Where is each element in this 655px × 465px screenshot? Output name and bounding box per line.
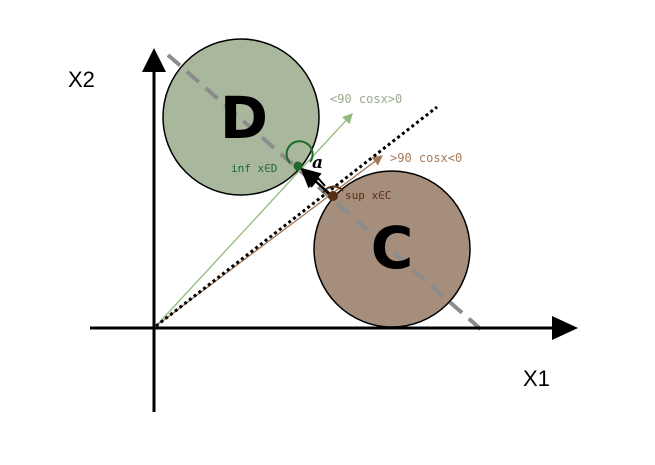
alpha-symbol: a: [312, 153, 323, 173]
brown-angle-arc: [322, 185, 344, 194]
x1-axis-label: X1: [523, 366, 550, 391]
margin-arrow: [300, 167, 332, 196]
brown-vector: [155, 155, 384, 327]
x1-axis-arrowhead: [552, 316, 578, 340]
green-vector-label: <90 cosx>0: [330, 92, 402, 106]
sup-point-label: sup x∈C: [345, 189, 391, 202]
green-angle-arc: [285, 140, 314, 164]
inf-point: [293, 161, 303, 171]
x2-axis-arrowhead: [142, 48, 166, 72]
green-vector: [155, 113, 353, 327]
right-angle-marker: [310, 176, 326, 188]
sup-point: [328, 191, 338, 201]
separating-hyperplane: [155, 105, 438, 328]
set-c-letter: C: [371, 214, 414, 282]
x2-axis-label: X2: [68, 67, 95, 92]
inf-point-label: inf x∈D: [231, 162, 277, 175]
brown-vector-label: >90 cosx<0: [390, 151, 462, 165]
set-d-letter: D: [220, 84, 268, 152]
center-connecting-dashed-line: [166, 53, 486, 334]
set-d-circle: [162, 38, 320, 196]
